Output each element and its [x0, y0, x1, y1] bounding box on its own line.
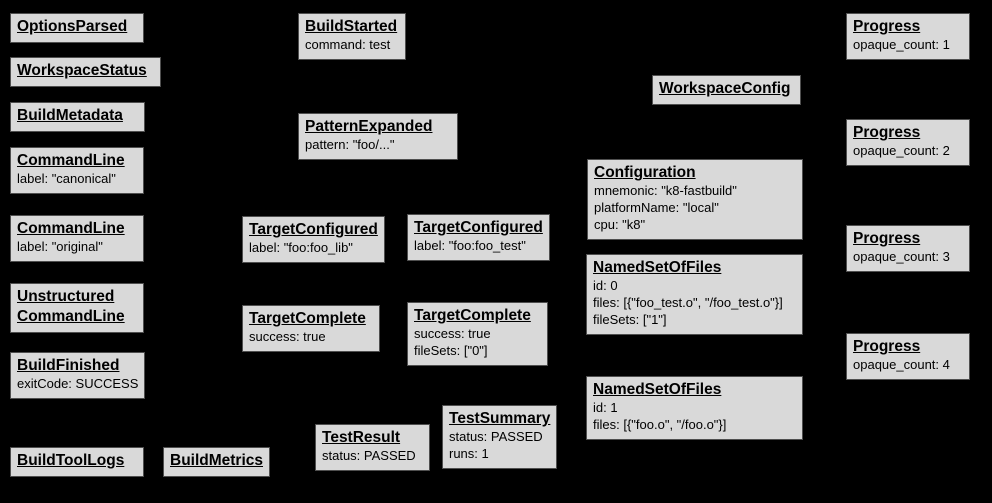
- node-body: label: "foo:foo_test": [414, 238, 543, 255]
- node-unstructured-command-line: Unstructured CommandLine: [10, 283, 144, 333]
- node-field: platformName: "local": [594, 199, 719, 215]
- node-field: opaque_count: 2: [853, 142, 950, 158]
- node-title: NamedSetOfFiles: [593, 259, 722, 276]
- node-field: fileSets: ["0"]: [414, 342, 488, 358]
- node-command-line-canonical: CommandLine label: "canonical": [10, 147, 144, 194]
- node-title: NamedSetOfFiles: [593, 381, 722, 398]
- node-body: label: "canonical": [17, 171, 137, 188]
- node-body: label: "foo:foo_lib": [249, 240, 378, 257]
- node-title: WorkspaceStatus: [17, 62, 147, 79]
- node-field: label: "original": [17, 238, 103, 254]
- node-test-result: TestResult status: PASSED: [315, 424, 430, 471]
- node-command-line-original: CommandLine label: "original": [10, 215, 144, 262]
- node-workspace-config: WorkspaceConfig: [652, 75, 801, 105]
- node-target-complete-foo-lib: TargetComplete success: true: [242, 305, 380, 352]
- node-title: CommandLine: [17, 152, 125, 169]
- node-title: OptionsParsed: [17, 18, 128, 35]
- node-target-configured-foo-test: TargetConfigured label: "foo:foo_test": [407, 214, 550, 261]
- node-field: exitCode: SUCCESS: [17, 375, 139, 391]
- node-body: opaque_count: 1: [853, 37, 963, 54]
- node-title: Progress: [853, 230, 921, 247]
- node-field: opaque_count: 4: [853, 356, 950, 372]
- node-title: BuildMetadata: [17, 107, 123, 124]
- node-body: command: test: [305, 37, 399, 54]
- node-build-metadata: BuildMetadata: [10, 102, 145, 132]
- node-field: cpu: "k8": [594, 216, 646, 232]
- node-body: label: "original": [17, 239, 137, 256]
- node-field: id: 0: [593, 277, 618, 293]
- node-title: TargetComplete: [249, 310, 366, 327]
- node-field: status: PASSED: [322, 447, 416, 463]
- node-title: BuildMetrics: [170, 452, 264, 469]
- node-field: status: PASSED: [449, 428, 543, 444]
- node-field: files: [{"foo.o", "/foo.o"}]: [593, 416, 727, 432]
- node-field: runs: 1: [449, 445, 489, 461]
- node-title: TargetConfigured: [249, 221, 378, 238]
- node-title: Progress: [853, 18, 921, 35]
- node-title: BuildFinished: [17, 357, 120, 374]
- node-field: id: 1: [593, 399, 618, 415]
- node-body: status: PASSED: [322, 448, 423, 465]
- node-body: opaque_count: 3: [853, 249, 963, 266]
- node-target-configured-foo-lib: TargetConfigured label: "foo:foo_lib": [242, 216, 385, 263]
- node-field: label: "foo:foo_test": [414, 237, 526, 253]
- node-body: mnemonic: "k8-fastbuild"platformName: "l…: [594, 183, 796, 234]
- node-field: command: test: [305, 36, 391, 52]
- node-field: success: true: [414, 325, 491, 341]
- node-progress-1: Progress opaque_count: 1: [846, 13, 970, 60]
- node-progress-3: Progress opaque_count: 3: [846, 225, 970, 272]
- node-field: opaque_count: 3: [853, 248, 950, 264]
- node-field: fileSets: ["1"]: [593, 311, 667, 327]
- node-progress-2: Progress opaque_count: 2: [846, 119, 970, 166]
- node-body: success: true: [249, 329, 373, 346]
- node-title: BuildToolLogs: [17, 452, 125, 469]
- node-title: Unstructured CommandLine: [17, 288, 125, 325]
- node-field: mnemonic: "k8-fastbuild": [594, 182, 737, 198]
- node-title: BuildStarted: [305, 18, 398, 35]
- node-workspace-status: WorkspaceStatus: [10, 57, 161, 87]
- node-field: files: [{"foo_test.o", "/foo_test.o"}]: [593, 294, 783, 310]
- node-title: WorkspaceConfig: [659, 80, 791, 97]
- node-progress-4: Progress opaque_count: 4: [846, 333, 970, 380]
- node-configuration: Configuration mnemonic: "k8-fastbuild"pl…: [587, 159, 803, 240]
- node-title: TargetComplete: [414, 307, 531, 324]
- node-build-tool-logs: BuildToolLogs: [10, 447, 144, 477]
- node-build-metrics: BuildMetrics: [163, 447, 271, 477]
- node-body: opaque_count: 4: [853, 357, 963, 374]
- node-field: success: true: [249, 328, 326, 344]
- node-title: TestSummary: [449, 410, 551, 427]
- node-field: label: "canonical": [17, 170, 116, 186]
- node-title: TestResult: [322, 429, 401, 446]
- node-title: Progress: [853, 124, 921, 141]
- node-build-finished: BuildFinished exitCode: SUCCESS: [10, 352, 146, 399]
- node-title: TargetConfigured: [414, 219, 543, 236]
- node-body: exitCode: SUCCESS: [17, 376, 138, 393]
- node-body: pattern: "foo/...": [305, 137, 451, 154]
- node-field: label: "foo:foo_lib": [249, 239, 353, 255]
- node-field: opaque_count: 1: [853, 36, 950, 52]
- node-build-started: BuildStarted command: test: [298, 13, 406, 60]
- node-title: Configuration: [594, 164, 696, 181]
- node-title: PatternExpanded: [305, 118, 433, 135]
- node-title: Progress: [853, 338, 921, 355]
- node-field: pattern: "foo/...": [305, 136, 395, 152]
- node-body: opaque_count: 2: [853, 143, 963, 160]
- node-title: CommandLine: [17, 220, 125, 237]
- node-pattern-expanded: PatternExpanded pattern: "foo/...": [298, 113, 458, 160]
- node-options-parsed: OptionsParsed: [10, 13, 144, 43]
